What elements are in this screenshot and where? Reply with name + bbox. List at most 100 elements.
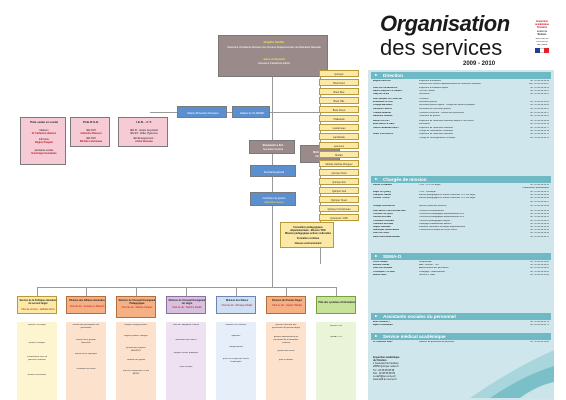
secretary-general-role: Secrétaire Général	[262, 148, 284, 151]
contact-role: Inspecteur de l'Education nationale adjo…	[419, 119, 474, 122]
contact-phone: Tél : 02 98 98 98 03	[529, 87, 549, 89]
ministry-line: NATIONALE	[536, 44, 548, 46]
contact-phone: Tél : 02 98 98 98 71	[529, 324, 549, 327]
contact-role: Chef de Cabinet	[419, 90, 435, 93]
site-item: Lesneven	[319, 142, 359, 149]
contact-name: Marceline GUEREL	[373, 115, 393, 118]
secretary-general-name: Emmanuel Le Pen	[262, 144, 284, 147]
ia-adjoint-role: Inspecteur d'académie Adjoint	[258, 62, 290, 65]
ien-ct-title: I.E.N. - C.T.	[136, 121, 152, 124]
ia-name: Brigitte Kieffer	[263, 41, 285, 44]
direction-header-label: Direction	[383, 73, 403, 78]
site-item: Morlaix	[319, 151, 359, 158]
title-line2: des services	[380, 35, 503, 60]
division-3-subs: moyens collèges privés moyens publics co…	[116, 322, 156, 400]
contact-phone: Tél : 02 98 98 98 17	[529, 127, 549, 129]
contact-name: Didier VIGOUROUX	[373, 133, 394, 136]
contact-name: Christiane GUEGAN	[373, 219, 394, 222]
division-6-header: Division du Premier Degré Chef de div : …	[266, 296, 306, 314]
contact-phone: Tél : 02 98 98 98 14	[529, 122, 549, 125]
semao-header: SEMA-O	[371, 253, 551, 260]
site-item: Brest Rive	[319, 88, 359, 95]
division-item: Mission Tice	[329, 325, 343, 327]
conseillers-line2: départementaux - Mission TICE	[290, 229, 326, 232]
division-2-subs: bureau des prestations aux personnels bu…	[66, 322, 106, 400]
division-7-subs: Mission Tice SEMA-O 29	[316, 322, 356, 400]
contact-role: Infirmière conseillère technique départe…	[419, 226, 466, 228]
direction-header: Direction	[371, 72, 551, 79]
contact-name: Christophe COCHEN	[373, 270, 395, 273]
arrow-icon	[375, 255, 378, 257]
mission-box-label: Mission Prévention Itinérance	[187, 111, 219, 115]
contact-name: Patricia MORVAN	[373, 216, 392, 219]
contact-name: Anne DENIEULT	[373, 321, 390, 323]
connector	[37, 287, 337, 288]
contact-role: BAB - Internet - Tice	[419, 264, 439, 267]
site-item: Quimper Est	[319, 178, 359, 185]
contact-phone: Tél : 02 98 98 98 45	[529, 194, 549, 197]
contact-phone: Tél : 02 98 98 98 18	[529, 130, 549, 133]
connector	[136, 287, 137, 296]
secretariat-label: Secrétariat général	[263, 170, 285, 174]
arrow-icon	[375, 178, 378, 180]
secretary-general-box: Emmanuel Le Pen Secrétaire Général	[249, 140, 295, 154]
contact-name: Dominique GUERLAVAIS	[373, 229, 399, 232]
pole-ash-a4: Michèle Lebonneau	[79, 140, 103, 143]
division-6-chef: Chef de div : Gisèle Tribollet	[272, 304, 302, 307]
division-3-chef: Chef de div : Martine Cloarec	[121, 306, 153, 309]
contact-role: Directeur des services départementaux de…	[419, 83, 481, 86]
contact-role: TICE - CPD 1er degré	[419, 184, 441, 186]
contact-name: Marie-Odile MENEUNHAN	[373, 235, 400, 238]
division-item: prise en charge des élèves handicapés	[222, 358, 250, 363]
division-4-chef: Chef de div : Martine Moalic	[172, 306, 202, 309]
site-item: Brest Ouest	[319, 106, 359, 113]
pole-sante-a2: Dr Catherine Hamaon	[31, 132, 57, 135]
division-item: contrôle de légalité	[126, 359, 146, 361]
connector	[286, 287, 287, 296]
contact-phone: Tél : 02 98 98 98 51	[529, 216, 549, 219]
pole-sante-a4: Régine Paugam	[35, 141, 53, 144]
division-4-header: Division de l'Accueil Enseignant 1er deg…	[166, 296, 206, 314]
contact-role: Responsable	[419, 261, 432, 263]
contact-name: Anne-Marie LE GALL	[373, 122, 395, 125]
contact-phone: Tél : 02 98 98 98 98	[529, 80, 549, 82]
contact-phone: Tél : 02 98 98 98 42	[529, 115, 549, 118]
division-item: gestion des actes	[277, 350, 295, 352]
site-item: Morlaix-Carhaix-Plouguer	[319, 160, 359, 167]
division-2-chef: Chef de div : Armelle Le Manach	[69, 305, 105, 308]
division-1-title: Service de la Politique éducative du sec…	[19, 299, 57, 305]
division-item: bourses accordées	[27, 374, 47, 376]
contact-name: Françoise GARIN	[373, 194, 391, 197]
contact-role: Conseiller environnement	[419, 210, 444, 212]
conseillers-line3: Mission pédagogique actions culturelles	[284, 232, 332, 235]
footer-line: Fax : 02 98 98 98 99	[373, 372, 395, 375]
contact-name: Pascale TOULET	[373, 197, 391, 200]
contact-phone: Tél : 02 98 98 98 47	[529, 200, 549, 203]
connector	[86, 287, 87, 296]
site-item: Brest Nord	[319, 79, 359, 86]
division-item: SEMA-O 29	[330, 336, 342, 338]
contact-role: Services à l'aide	[419, 273, 435, 276]
ien-ct-a3: IEN Enseignement :	[133, 137, 155, 140]
division-item: remplacement	[229, 346, 243, 348]
contact-name: Guirec FAUBRADOUDET	[373, 127, 399, 129]
division-2-title: Division des Affaires Générales	[69, 299, 105, 302]
ministry-line: MINISTÈRE DE	[535, 38, 549, 40]
contact-phone: Tél : 02 98 98 98 61	[529, 264, 549, 267]
pole-sante-a5: assistante sociale	[34, 149, 54, 152]
division-6-subs: gestion collective des personnels du pre…	[266, 322, 306, 400]
